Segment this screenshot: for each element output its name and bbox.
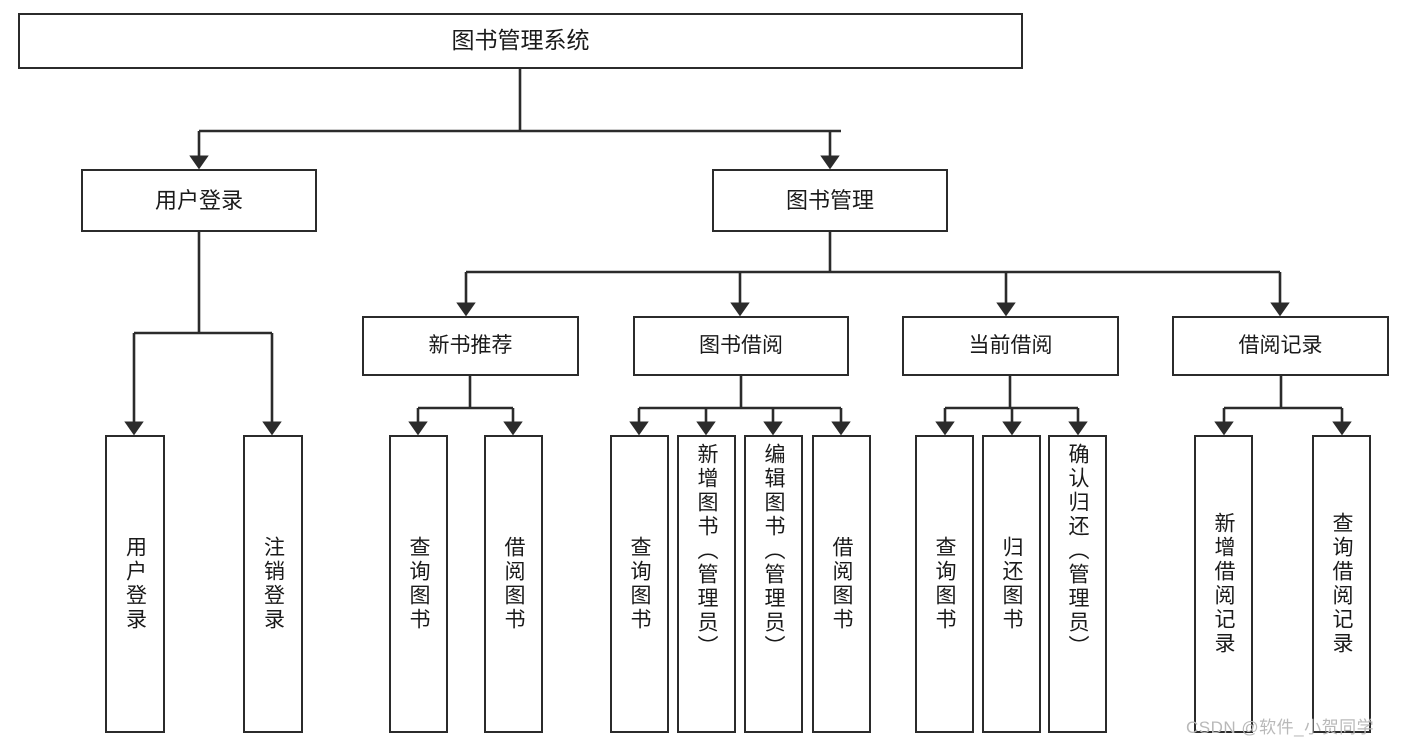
node-root-label: 图书管理系统 xyxy=(451,27,590,54)
leaf-return-book-label: 归还图书 xyxy=(1000,536,1023,632)
node-borrow-record[interactable]: 借阅记录 xyxy=(1172,316,1389,376)
leaf-user-login[interactable]: 用户登录 xyxy=(105,435,165,733)
node-book-manage-label: 图书管理 xyxy=(785,187,874,213)
leaf-query-borrow-record[interactable]: 查询借阅记录 xyxy=(1312,435,1371,733)
node-book-manage[interactable]: 图书管理 xyxy=(712,169,948,232)
node-new-book-recommend-label: 新书推荐 xyxy=(428,333,513,357)
leaf-query-borrow-record-label: 查询借阅记录 xyxy=(1330,512,1353,656)
leaf-borrow-book-recommend-label: 借阅图书 xyxy=(502,536,525,632)
leaf-query-book-borrow[interactable]: 查询图书 xyxy=(610,435,669,733)
leaf-return-book[interactable]: 归还图书 xyxy=(982,435,1041,733)
leaf-query-book-current[interactable]: 查询图书 xyxy=(915,435,974,733)
leaf-user-login-label: 用户登录 xyxy=(123,536,147,632)
node-borrow-record-label: 借阅记录 xyxy=(1238,333,1323,357)
leaf-query-book-recommend-label: 查询图书 xyxy=(407,536,430,632)
node-book-borrow-label: 图书借阅 xyxy=(699,333,783,357)
node-current-borrow-label: 当前借阅 xyxy=(968,333,1053,357)
leaf-add-book-admin[interactable]: 新增图书（管理员） xyxy=(677,435,736,733)
node-root-system[interactable]: 图书管理系统 xyxy=(18,13,1023,69)
leaf-borrow-book-borrow[interactable]: 借阅图书 xyxy=(812,435,871,733)
leaf-query-book-current-label: 查询图书 xyxy=(933,536,956,632)
leaf-edit-book-admin-label: 编辑图书（管理员） xyxy=(762,443,785,659)
leaf-add-book-admin-label: 新增图书（管理员） xyxy=(695,443,718,659)
node-new-book-recommend[interactable]: 新书推荐 xyxy=(362,316,579,376)
leaf-borrow-book-borrow-label: 借阅图书 xyxy=(830,536,853,632)
leaf-logout-login-label: 注销登录 xyxy=(261,536,285,632)
leaf-logout-login[interactable]: 注销登录 xyxy=(243,435,303,733)
leaf-confirm-return-admin-label: 确认归还（管理员） xyxy=(1066,443,1089,659)
leaf-edit-book-admin[interactable]: 编辑图书（管理员） xyxy=(744,435,803,733)
leaf-query-book-borrow-label: 查询图书 xyxy=(628,536,651,632)
watermark-text: CSDN @软件_小贺同学 xyxy=(1186,718,1375,737)
node-user-login-label: 用户登录 xyxy=(154,187,243,213)
node-user-login[interactable]: 用户登录 xyxy=(81,169,317,232)
node-book-borrow[interactable]: 图书借阅 xyxy=(633,316,849,376)
leaf-add-borrow-record[interactable]: 新增借阅记录 xyxy=(1194,435,1253,733)
leaf-borrow-book-recommend[interactable]: 借阅图书 xyxy=(484,435,543,733)
node-current-borrow[interactable]: 当前借阅 xyxy=(902,316,1119,376)
leaf-query-book-recommend[interactable]: 查询图书 xyxy=(389,435,448,733)
leaf-add-borrow-record-label: 新增借阅记录 xyxy=(1212,512,1235,656)
leaf-confirm-return-admin[interactable]: 确认归还（管理员） xyxy=(1048,435,1107,733)
